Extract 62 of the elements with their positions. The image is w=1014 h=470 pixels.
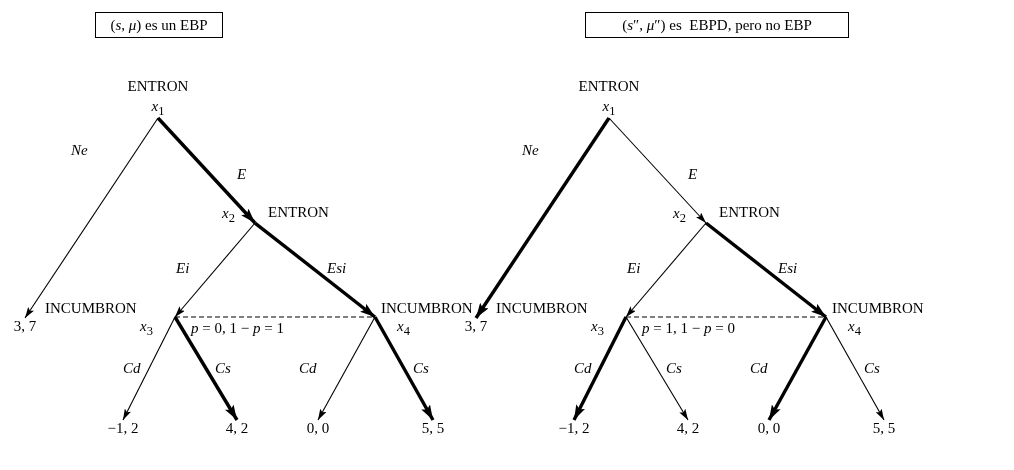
node-label: x$_{4}$ (397, 318, 410, 340)
node-label: x$_{2}$ (222, 205, 235, 227)
arrow (317, 316, 376, 421)
arrow (122, 316, 176, 421)
arrow (572, 316, 628, 421)
payoff-label: 3, 7 (12, 318, 38, 335)
edge-label: Ne (521, 142, 540, 158)
arrow (474, 117, 611, 319)
edge-label: Esi (326, 260, 348, 276)
arrow (253, 221, 377, 319)
arrow (156, 116, 257, 225)
edge-label: E (687, 166, 699, 182)
edge-label: Cs (863, 360, 881, 376)
edge-label: p = 0, 1 − p = 1 (190, 320, 285, 336)
edge-label: Ei (175, 260, 191, 276)
payoff-label: −1, 2 (557, 420, 591, 437)
payoff-label: 3, 7 (463, 318, 489, 335)
edge-label: Cd (298, 360, 318, 376)
node-label: x$_{4}$ (848, 318, 861, 340)
player-label: ENTRON (578, 78, 640, 95)
payoff-label: 0, 0 (305, 420, 331, 437)
arrow (24, 117, 159, 319)
payoff-label: 4, 2 (675, 420, 701, 437)
title-box: (s″, μ″) es EBPD, pero no EBP (585, 12, 849, 38)
edge-label: Cs (412, 360, 430, 376)
payoff-label: 4, 2 (224, 420, 250, 437)
arrow (373, 316, 435, 421)
edge-label: Cd (749, 360, 769, 376)
node-label: x$_{2}$ (673, 205, 686, 227)
edge-label: Esi (777, 260, 799, 276)
node-label: x$_{3}$ (591, 318, 604, 340)
edge-label: Cs (665, 360, 683, 376)
arrow (767, 316, 828, 421)
node-label: x$_{3}$ (140, 318, 153, 340)
edge-label: Ei (626, 260, 642, 276)
edge-label: p = 1, 1 − p = 0 (641, 320, 736, 336)
title-box: (s, μ) es un EBP (95, 12, 223, 38)
edge-label: Cd (573, 360, 593, 376)
payoff-label: 0, 0 (756, 420, 782, 437)
arrow (825, 316, 885, 421)
edge-label: Ne (70, 142, 89, 158)
arrow (608, 117, 707, 224)
arrow (173, 316, 239, 421)
node-label: x$_{1}$ (601, 98, 617, 120)
node-label: x$_{1}$ (150, 98, 166, 120)
payoff-label: 5, 5 (420, 420, 446, 437)
edge-label: E (236, 166, 248, 182)
edge-label: Cs (214, 360, 232, 376)
payoff-label: −1, 2 (106, 420, 140, 437)
arrow (704, 221, 828, 319)
player-label: ENTRON (127, 78, 189, 95)
arrow (174, 222, 256, 318)
player-label: INCUMBRON (832, 300, 924, 317)
payoff-label: 5, 5 (871, 420, 897, 437)
player-label: INCUMBRON (381, 300, 473, 317)
arrow (625, 222, 707, 318)
player-label: ENTRON (268, 204, 329, 221)
player-label: INCUMBRON (45, 300, 137, 317)
arrow (625, 316, 689, 421)
edge-label: Cd (122, 360, 142, 376)
player-label: ENTRON (719, 204, 780, 221)
player-label: INCUMBRON (496, 300, 588, 317)
